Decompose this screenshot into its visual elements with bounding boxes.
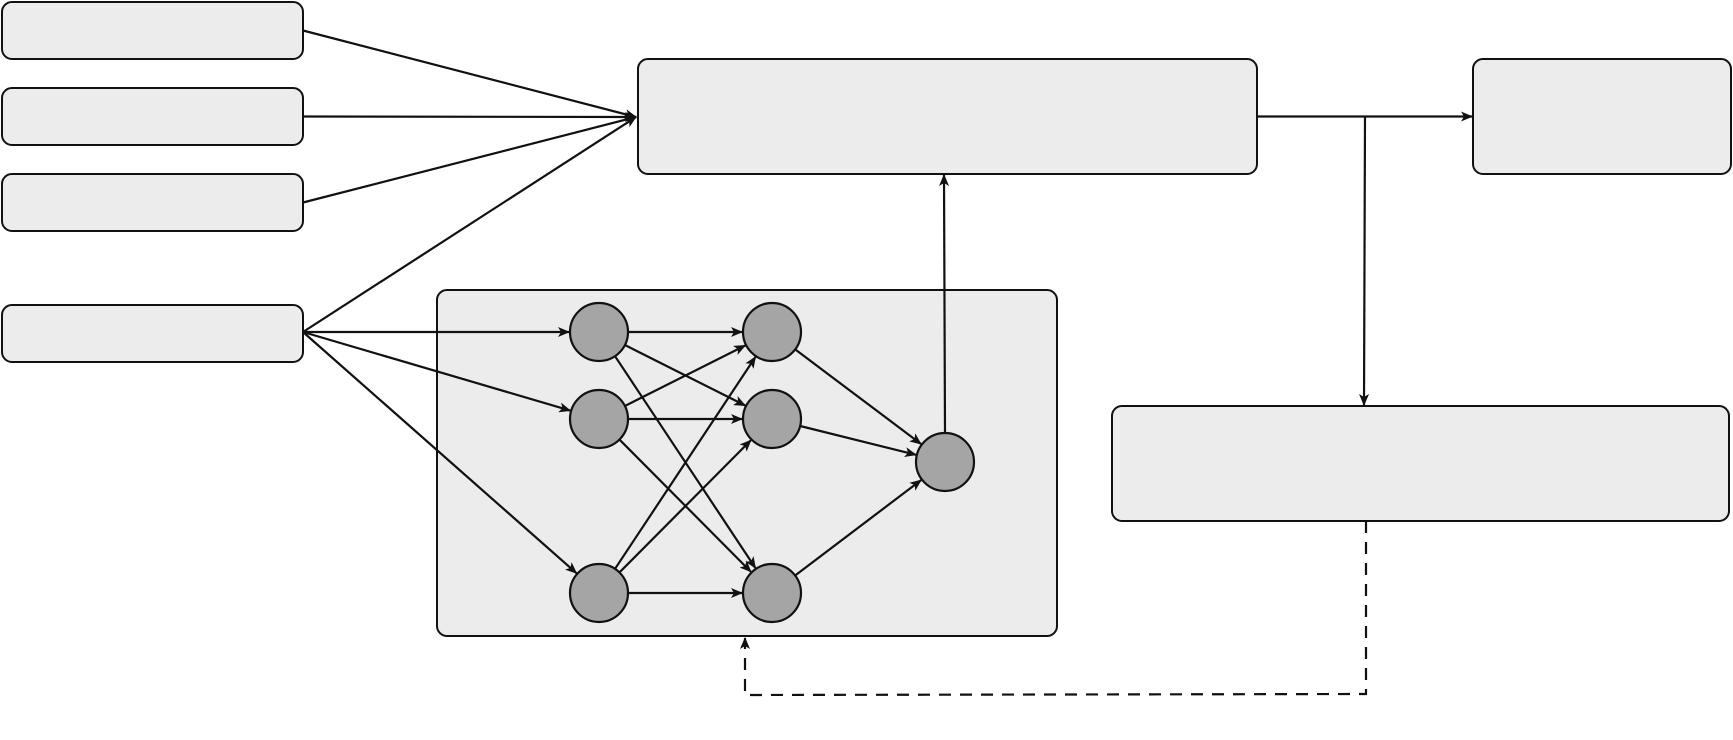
neural-network-container bbox=[436, 289, 1058, 637]
neurons-layer bbox=[568, 301, 976, 624]
edge-network-layer-1-neuron-3-to-network-layer-2-neuron-1 bbox=[614, 356, 757, 570]
network-layer-1-neuron-1 bbox=[568, 301, 630, 363]
network-layer-1-neuron-2 bbox=[568, 388, 630, 450]
edge-input-box-4-to-network-layer-1-neuron-3 bbox=[302, 331, 578, 574]
boxes-layer bbox=[1, 1, 1732, 637]
edge-lower-right-box-to-neural-network-container bbox=[740, 521, 1368, 697]
lower-right-box bbox=[1111, 405, 1730, 522]
edge-input-box-1-to-central-box bbox=[302, 29, 637, 120]
edge-network-output-neuron-to-central-box bbox=[939, 174, 950, 434]
edge-input-box-4-to-network-layer-1-neuron-2 bbox=[302, 330, 572, 413]
network-layer-1-neuron-3 bbox=[568, 562, 630, 624]
edge-network-layer-2-neuron-2-to-network-output-neuron bbox=[799, 424, 917, 457]
edge-network-layer-2-neuron-3-to-network-output-neuron bbox=[794, 479, 922, 577]
edge-network-layer-1-neuron-2-to-network-layer-2-neuron-1 bbox=[624, 344, 747, 407]
output-box bbox=[1472, 58, 1732, 175]
edge-central-box-to-lower-right-box bbox=[1359, 116, 1370, 406]
input-box-4 bbox=[1, 304, 304, 363]
central-box bbox=[637, 58, 1258, 175]
edges-layer bbox=[302, 29, 1473, 697]
network-layer-2-neuron-3 bbox=[741, 562, 803, 624]
edge-input-box-2-to-central-box bbox=[302, 111, 637, 122]
edge-input-box-3-to-central-box bbox=[302, 114, 637, 204]
input-box-2 bbox=[1, 87, 304, 146]
input-box-1 bbox=[1, 1, 304, 60]
edge-input-box-4-to-central-box bbox=[302, 116, 637, 333]
edge-network-layer-2-neuron-1-to-network-output-neuron bbox=[794, 348, 922, 445]
network-layer-2-neuron-1 bbox=[741, 301, 803, 363]
input-box-3 bbox=[1, 173, 304, 232]
network-layer-2-neuron-2 bbox=[741, 388, 803, 450]
network-output-neuron bbox=[914, 431, 976, 493]
edge-network-layer-1-neuron-3-to-network-layer-2-neuron-2 bbox=[618, 439, 752, 574]
